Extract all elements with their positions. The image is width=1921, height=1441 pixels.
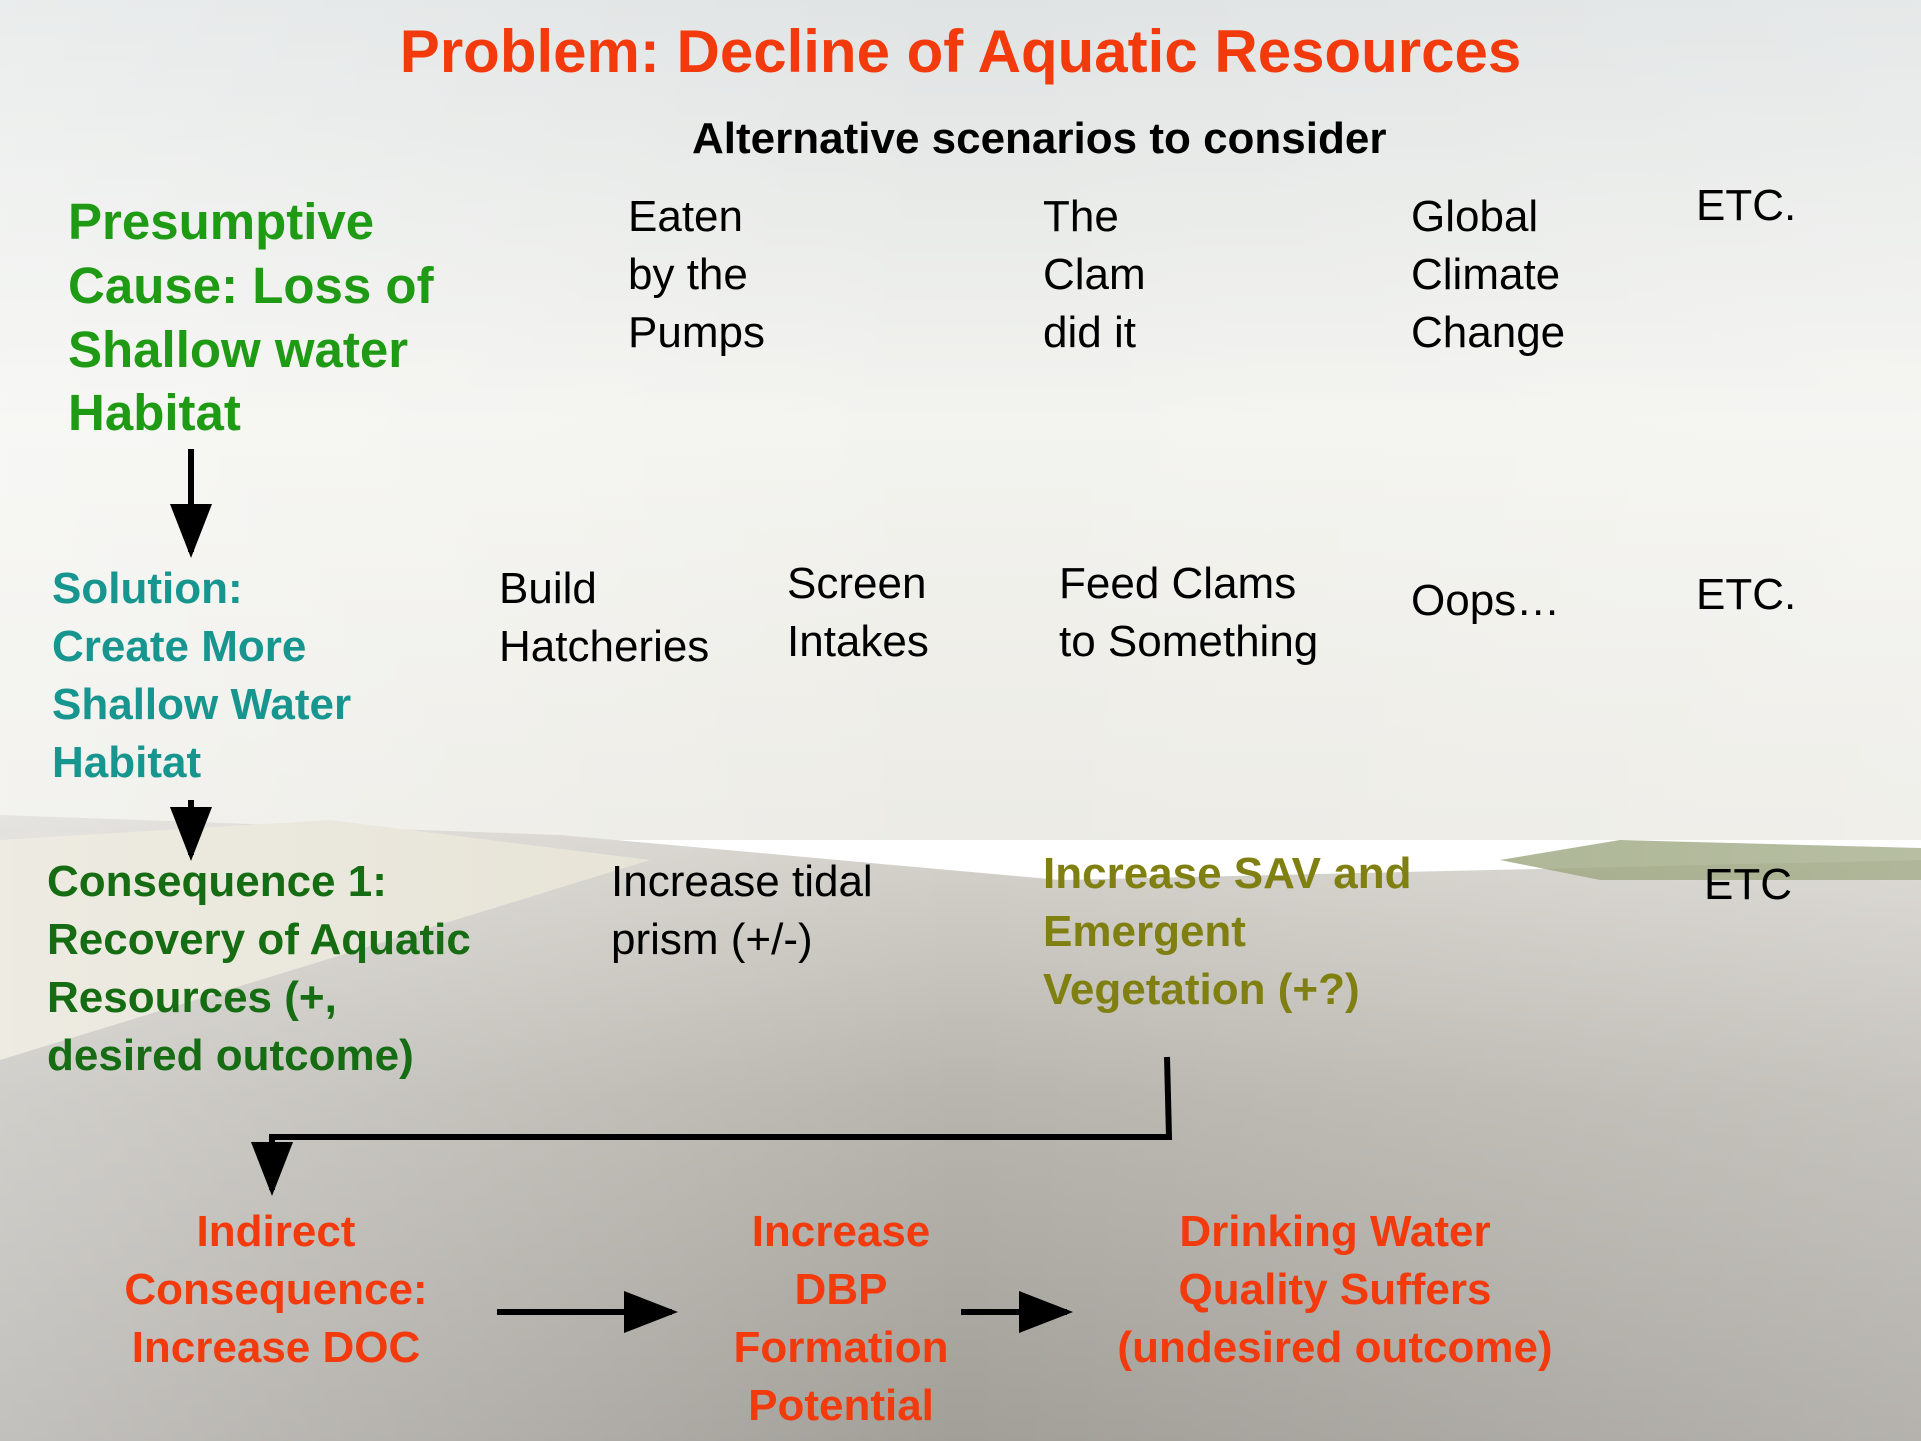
arrow-sav-to-indirect (251, 1056, 1173, 1196)
cause-alt-climate: Global Climate Change (1411, 192, 1566, 358)
solution-alt-screen: Screen Intakes (787, 559, 929, 667)
solution-alt-oops: Oops… (1411, 576, 1561, 625)
solution-label: Solution: Create More Shallow Water Habi… (52, 564, 352, 788)
consequence-alt-tidal: Increase tidal prism (+/-) (611, 857, 873, 965)
drinking-water-quality: Drinking Water Quality Suffers (undesire… (1117, 1207, 1553, 1373)
consequence-alt-sav: Increase SAV and Emergent Vegetation (+?… (1043, 849, 1412, 1015)
solution-alt-etc: ETC. (1696, 570, 1797, 619)
cause-alt-clam: The Clam did it (1043, 192, 1146, 358)
indirect-consequence: Indirect Consequence: Increase DOC (124, 1207, 428, 1373)
consequence-alt-etc: ETC (1704, 860, 1792, 909)
page-title: Problem: Decline of Aquatic Resources (399, 18, 1522, 85)
consequence-label: Consequence 1: Recovery of Aquatic Resou… (47, 857, 471, 1081)
cause-alt-pumps: Eaten by the Pumps (628, 192, 765, 358)
cause-label: Presumptive Cause: Loss of Shallow water… (68, 193, 434, 442)
cause-alt-etc: ETC. (1696, 181, 1797, 230)
dbp-formation: Increase DBP Formation Potential (733, 1207, 949, 1431)
scenarios-subtitle: Alternative scenarios to consider (692, 114, 1387, 163)
solution-alt-hatcheries: Build Hatcheries (499, 564, 710, 672)
solution-alt-feed-clams: Feed Clams to Something (1059, 559, 1319, 667)
